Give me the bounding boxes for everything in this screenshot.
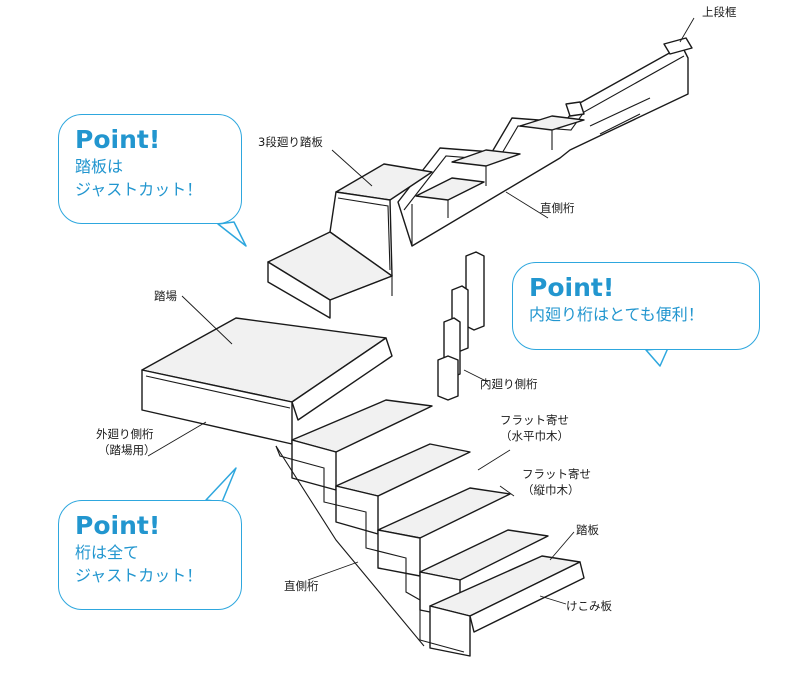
callout-title: Point!	[75, 125, 161, 154]
label-inner-winder-stringer: 内廻り側桁	[480, 377, 538, 391]
callout-title: Point!	[75, 511, 161, 540]
label-riser: けこみ板	[566, 599, 612, 613]
lower-steps	[291, 399, 585, 657]
landing	[141, 317, 393, 445]
label-outer-winder-stringer: 外廻り側桁	[96, 427, 154, 441]
label-tread: 踏板	[576, 523, 599, 537]
label-straight-stringer-upper: 直側桁	[540, 201, 575, 215]
inner-winder-stringer	[437, 251, 485, 401]
bubble-tails	[205, 221, 669, 503]
callout-title: Point!	[529, 273, 615, 302]
label-landing: 踏場	[154, 289, 177, 303]
callout-bubble-stringers: Point! 桁は全て ジャストカット！	[58, 500, 242, 610]
lower-straight-stringer	[275, 445, 465, 653]
label-flat-fill-vertical-sub: （縦巾木）	[522, 483, 580, 497]
callout-body: 踏板は ジャストカット！	[75, 157, 203, 199]
callout-bubble-inner-stringer: Point! 内廻り桁はとても便利！	[512, 262, 760, 350]
callout-bubble-treads: Point! 踏板は ジャストカット！	[58, 114, 242, 224]
label-flat-fill-vertical: フラット寄せ	[522, 467, 591, 481]
top-frame	[565, 37, 693, 135]
label-straight-stringer-lower: 直側桁	[284, 579, 319, 593]
leader-lines	[147, 17, 695, 605]
callout-body: 桁は全て ジャストカット！	[75, 543, 203, 585]
label-winder-tread-3: 3段廻り踏板	[258, 135, 323, 149]
label-top-frame: 上段框	[702, 5, 737, 19]
callout-body: 内廻り桁はとても便利！	[529, 305, 704, 324]
label-outer-winder-stringer-sub: （踏場用）	[98, 443, 156, 457]
label-flat-fill-horizontal: フラット寄せ	[500, 413, 569, 427]
upper-straight-stringer	[397, 45, 689, 247]
winder-treads	[267, 163, 433, 319]
upper-steps	[415, 115, 585, 218]
label-flat-fill-horizontal-sub: （水平巾木）	[500, 429, 569, 443]
